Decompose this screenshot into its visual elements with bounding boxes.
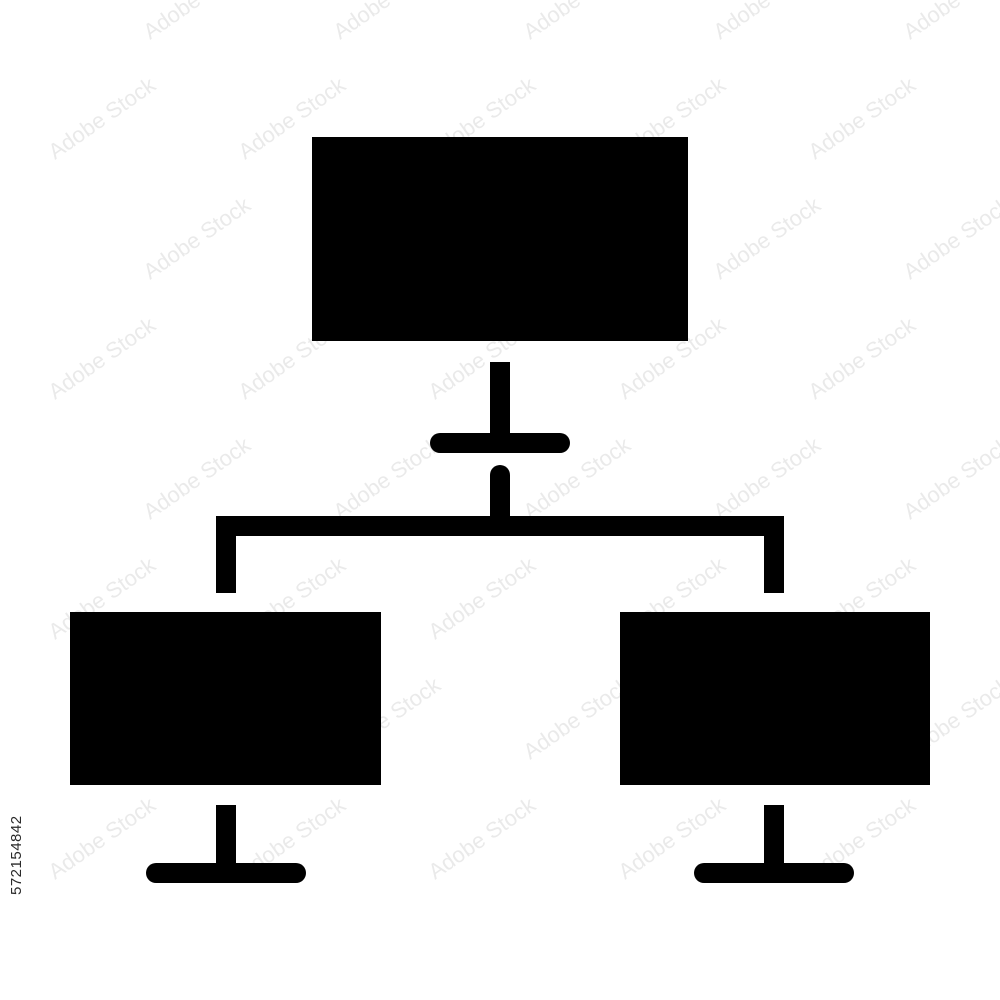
left-monitor-screen-icon bbox=[70, 612, 381, 785]
left-monitor-stem-icon bbox=[216, 805, 236, 867]
left-monitor-base-icon bbox=[146, 863, 306, 883]
right-monitor-stem-icon bbox=[764, 805, 784, 867]
top-monitor-screen-icon bbox=[312, 137, 688, 341]
right-monitor-screen-icon bbox=[620, 612, 930, 785]
stock-id-label: 572154842 bbox=[8, 765, 30, 895]
right-branch-drop-icon bbox=[764, 516, 784, 593]
stock-id-text: 572154842 bbox=[8, 815, 25, 895]
top-monitor-base-icon bbox=[430, 433, 570, 453]
left-branch-drop-icon bbox=[216, 516, 236, 593]
branch-bar-icon bbox=[216, 516, 784, 536]
right-monitor-base-icon bbox=[694, 863, 854, 883]
top-monitor-stem-icon bbox=[490, 362, 510, 434]
